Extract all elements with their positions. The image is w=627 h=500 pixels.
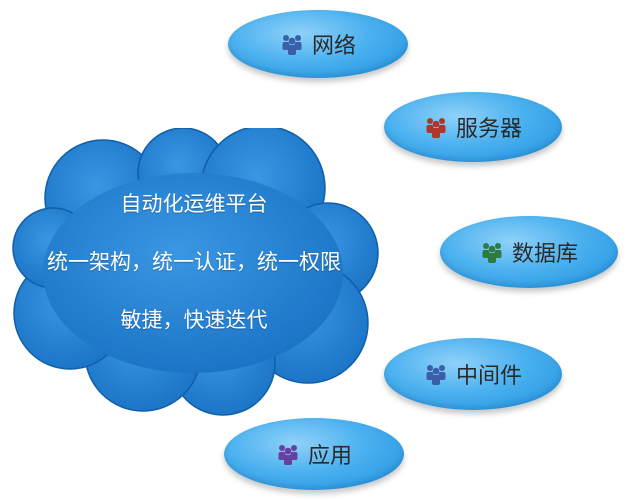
- node-database: 数据库: [440, 216, 618, 288]
- people-group-icon: [278, 445, 298, 465]
- people-group-icon: [426, 365, 446, 385]
- node-label: 数据库: [511, 242, 578, 267]
- node-label: 应用: [307, 444, 352, 469]
- people-group-icon: [282, 35, 302, 55]
- node-network: 网络: [228, 10, 408, 78]
- node-label: 网络: [311, 34, 356, 59]
- node-application: 应用: [224, 418, 404, 490]
- cloud-title: 自动化运维平台: [120, 192, 268, 216]
- node-middleware: 中间件: [384, 338, 562, 410]
- people-group-icon: [482, 243, 502, 263]
- node-label: 中间件: [455, 364, 522, 389]
- people-group-icon: [426, 118, 446, 138]
- cloud-line-architecture: 统一架构，统一认证，统一权限: [47, 250, 341, 274]
- cloud-line-agile: 敏捷，快速迭代: [120, 308, 268, 332]
- platform-cloud: 自动化运维平台 统一架构，统一认证，统一权限 敏捷，快速迭代: [8, 125, 380, 418]
- cloud-shape: [12, 125, 379, 416]
- node-server: 服务器: [384, 92, 562, 162]
- node-label: 服务器: [455, 117, 522, 142]
